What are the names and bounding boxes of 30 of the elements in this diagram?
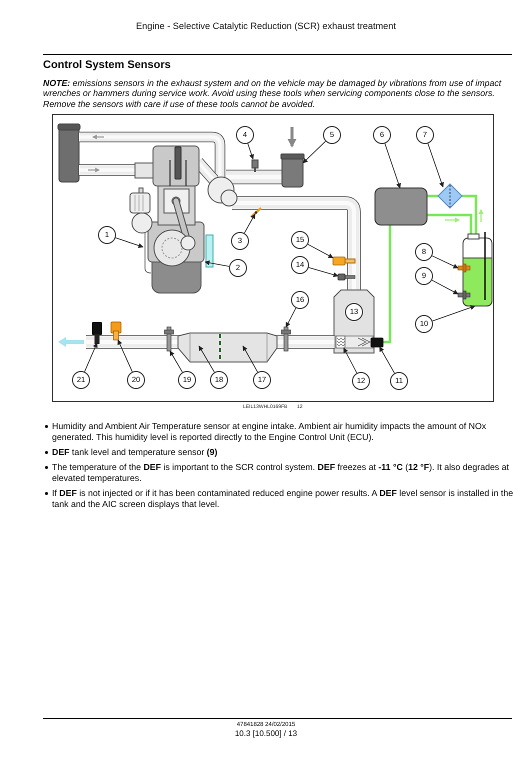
- sensor: [338, 274, 346, 280]
- leader-line: [379, 346, 395, 374]
- bullet-text: The temperature of the DEF is important to the SCR control system. DEF freezes at -11 °C (12 °F). It also degrades at elevated temperatures.: [52, 462, 510, 484]
- leader-line: [308, 267, 338, 278]
- leader-line: [308, 244, 334, 258]
- leader-line: [247, 143, 254, 160]
- leader-line: [432, 305, 476, 322]
- leader-line: [343, 348, 358, 374]
- injector: [370, 338, 384, 348]
- leader-line: [118, 340, 133, 372]
- leader-line: [384, 143, 401, 188]
- leader-line: [242, 346, 258, 372]
- page-header: Engine - Selective Catalytic Reduction (SCR) exhaust treatment: [135, 21, 397, 32]
- leader-line: [198, 346, 215, 373]
- bullet-text: DEF tank level and temperature sensor (9): [52, 447, 218, 458]
- leader-line: [302, 140, 326, 164]
- note-text: NOTE: emissions sensors in the exhaust system and on the vehicle may be damaged by vibrations from use of impact wrenches or hammers during service work. Avoid using these tools when servicing components close to the sensors. Remove the sensors with care if use of these tools cannot be avoided.: [43, 78, 502, 109]
- leader-line: [84, 342, 98, 372]
- bullet-text: Humidity and Ambient Air Temperature sensor at engine intake. Ambient air humidity impacts the amount of NOx generated. This humidity level is reported directly to the Engine Control Unit (ECU).: [52, 421, 488, 443]
- leader-line: [432, 255, 458, 268]
- page-number: 10.3 [10.500] / 13: [234, 729, 298, 739]
- sensor: [332, 256, 346, 266]
- bullet-text: If DEF is not injected or if it has been contaminated reduced engine power results. A DEF level sensor is installed in the tank and the AIC screen displays that level.: [52, 488, 514, 510]
- leader-line: [170, 350, 183, 373]
- leader-line: [244, 214, 256, 234]
- leader-line: [428, 143, 444, 188]
- mixer-mesh: [336, 336, 346, 348]
- section-title: Control System Sensors: [43, 58, 171, 72]
- leader-line: [432, 280, 458, 294]
- leader-line: [286, 308, 296, 328]
